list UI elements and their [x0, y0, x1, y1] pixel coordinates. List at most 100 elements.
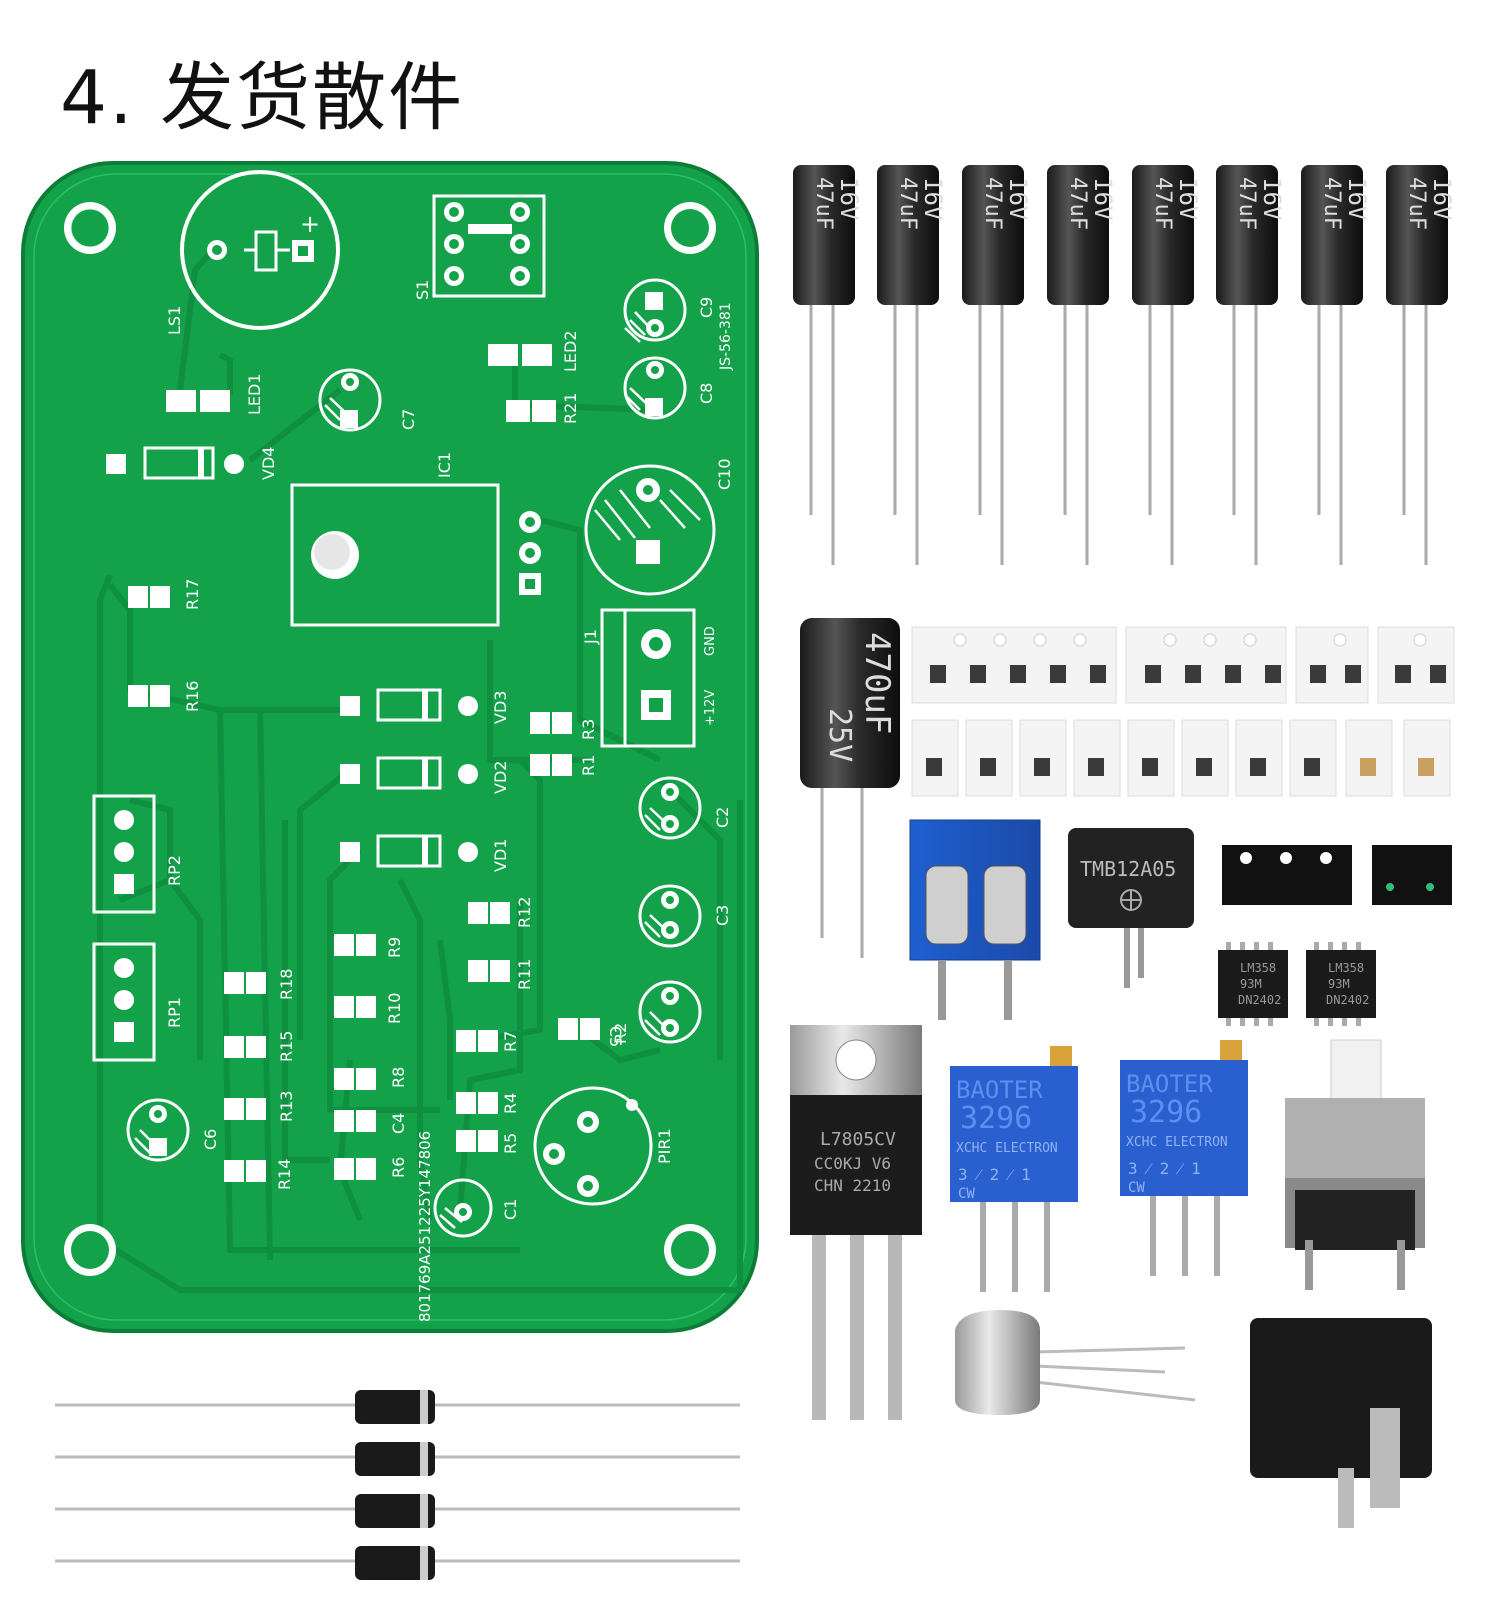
trimpot-model: 3296 [1130, 1095, 1202, 1130]
lm358-chip: LM358 93M DN2402 [1306, 942, 1376, 1026]
trimpot-pins: 3 ⁄ 2 ⁄ 1 [1128, 1159, 1201, 1178]
cap-voltage-label: 16V [1174, 177, 1202, 220]
trimpot-model: 3296 [960, 1101, 1032, 1136]
trimpot-cw: CW [1128, 1180, 1145, 1196]
transistor-tape [1222, 845, 1452, 905]
lm358-line1: LM358 [1328, 961, 1364, 975]
cap-value-label: 47uF [1234, 177, 1259, 230]
label-r17: R17 [183, 579, 202, 610]
buzzer-footprint: + [180, 170, 340, 330]
trimpot: BAOTER 3296 XCHC ELECTRON 3 ⁄ 2 ⁄ 1 CW [1120, 1040, 1248, 1276]
small-capacitor: 16V 47uF [793, 165, 863, 565]
diode-footprints [106, 446, 478, 868]
push-switch [1285, 1039, 1425, 1290]
label-r1: R1 [579, 755, 598, 776]
silkscreen-labels: LS1 S1 LED1 LED2 C9 JS-56-381 C7 C8 R21 … [165, 280, 734, 1322]
lm358-line3: DN2402 [1238, 993, 1281, 1007]
cap-value-label: 47uF [1150, 177, 1175, 230]
cap-voltage-label: 16V [1004, 177, 1032, 220]
label-r18: R18 [277, 969, 296, 1000]
lm358-line2: 93M [1328, 977, 1350, 991]
label-r3: R3 [579, 719, 598, 740]
label-r2: R2 [611, 1023, 630, 1044]
label-r21: R21 [561, 393, 580, 424]
capacitor-hatches [134, 311, 701, 1229]
trimpot-cw: CW [958, 1186, 975, 1202]
capacitor-footprints [126, 278, 716, 1238]
metal-can-transistor [955, 1310, 1196, 1415]
trimpot: BAOTER 3296 XCHC ELECTRON 3 ⁄ 2 ⁄ 1 CW [950, 1046, 1078, 1292]
cap-value-label: 47uF [811, 177, 836, 230]
label-vd4: VD4 [259, 447, 278, 480]
cap-voltage-label: 16V [1258, 177, 1286, 220]
label-c7: C7 [399, 409, 418, 430]
label-c8: C8 [697, 383, 716, 404]
label-ls1: LS1 [165, 306, 184, 335]
label-led2: LED2 [561, 330, 580, 372]
label-r8: R8 [389, 1067, 408, 1088]
small-capacitor: 16V 47uF [1132, 165, 1202, 565]
trimpot-footprints [92, 794, 156, 1062]
axial-diodes [55, 1390, 740, 1580]
label-c5: C5 [606, 1026, 625, 1047]
label-c9: C9 [697, 297, 716, 318]
trimpot-maker: XCHC ELECTRON [1126, 1135, 1228, 1150]
cap-value-label: 47uF [1404, 177, 1429, 230]
label-vd2: VD2 [491, 761, 510, 794]
label-rp1: RP1 [165, 997, 184, 1028]
label-r5: R5 [501, 1133, 520, 1154]
small-capacitor: 16V 47uF [962, 165, 1032, 565]
label-rp2: RP2 [165, 855, 184, 886]
label-r4: R4 [501, 1093, 520, 1114]
label-c3: C3 [713, 905, 732, 926]
large-cap-value-label: 470uF [857, 632, 897, 734]
label-r14: R14 [275, 1159, 294, 1190]
cap-value-label: 47uF [980, 177, 1005, 230]
j1-footprint [600, 608, 696, 748]
label-r13: R13 [277, 1091, 296, 1122]
label-r7: R7 [501, 1031, 520, 1052]
cap-voltage-label: 16V [835, 177, 863, 220]
trimpot-brand: BAOTER [956, 1076, 1043, 1104]
board-code: 801769A251225Y147806 [416, 1131, 434, 1322]
label-c6: C6 [201, 1129, 220, 1150]
buzzer: TMB12A05 [1068, 828, 1194, 988]
page-title: 4. 发货散件 [60, 55, 465, 141]
trimpot-pins: 3 ⁄ 2 ⁄ 1 [958, 1165, 1031, 1184]
label-vd3: VD3 [491, 691, 510, 724]
label-c10: C10 [715, 458, 734, 490]
trimpot-pads [114, 810, 134, 1042]
smd-pads [128, 344, 600, 1182]
small-capacitors: 16V 47uF 16V 47uF 16V 47uF 16V 47uF 16V … [793, 165, 1456, 565]
small-capacitor: 16V 47uF [877, 165, 947, 565]
lm358-line1: LM358 [1240, 961, 1276, 975]
svg-text:+: + [300, 210, 320, 238]
buzzer-label: TMB12A05 [1080, 857, 1176, 881]
pads [149, 292, 679, 1221]
ic1-footprint [290, 483, 541, 627]
label-pir1: PIR1 [655, 1128, 674, 1164]
small-capacitor: 16V 47uF [1386, 165, 1456, 565]
trimpot-brand: BAOTER [1126, 1070, 1213, 1098]
pir-marker [626, 1099, 638, 1111]
label-c2: C2 [713, 807, 732, 828]
cap-value-label: 47uF [1065, 177, 1090, 230]
label-r9: R9 [385, 937, 404, 958]
label-s1: S1 [413, 280, 432, 300]
lm358-line2: 93M [1240, 977, 1262, 991]
small-capacitor: 16V 47uF [1047, 165, 1117, 565]
label-r11: R11 [515, 959, 534, 990]
large-cap-voltage-label: 25V [822, 708, 857, 762]
cap-voltage-label: 16V [1428, 177, 1456, 220]
label-gnd: GND [703, 626, 718, 656]
small-capacitor: 16V 47uF [1301, 165, 1371, 565]
cap-value-label: 47uF [1319, 177, 1344, 230]
label-r16: R16 [183, 681, 202, 712]
lm358-chip: LM358 93M DN2402 [1218, 942, 1288, 1026]
label-r15: R15 [277, 1031, 296, 1062]
label-c1: C1 [501, 1199, 520, 1220]
cap-value-label: 47uF [895, 177, 920, 230]
label-vd1: VD1 [491, 839, 510, 872]
cap-voltage-label: 16V [1089, 177, 1117, 220]
label-js: JS-56-381 [718, 302, 734, 371]
